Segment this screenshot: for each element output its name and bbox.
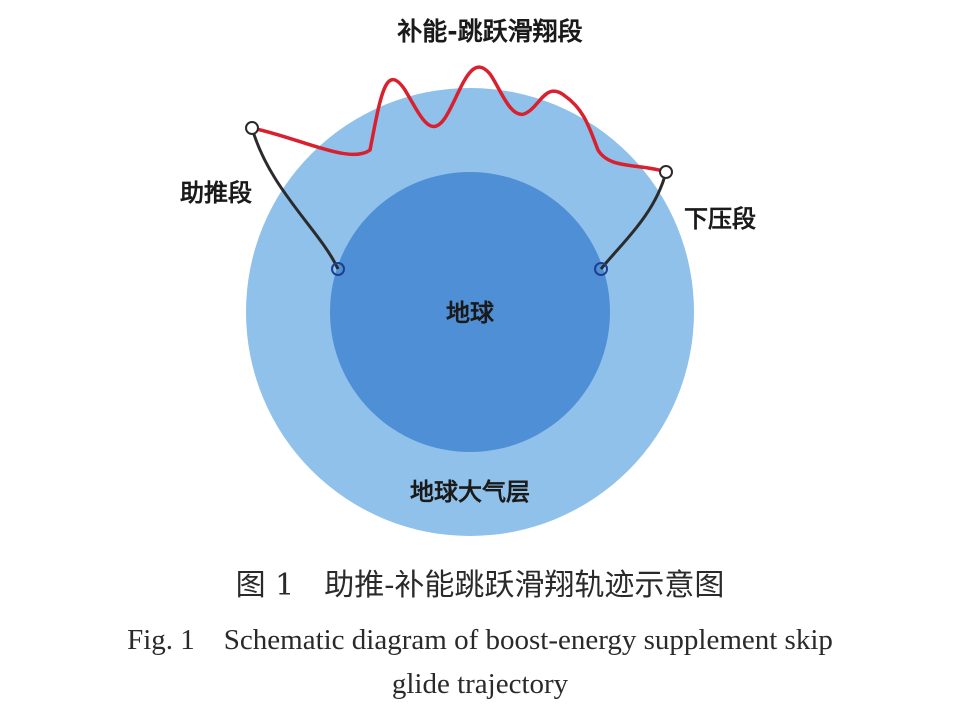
atmosphere-label: 地球大气层	[410, 478, 530, 506]
dive-phase-label: 下压段	[684, 205, 756, 233]
dive-start-marker	[659, 165, 673, 179]
skip-glide-trajectory	[251, 65, 667, 174]
figure-caption-english-line2: glide trajectory	[391, 668, 569, 700]
skip-glide-label: 补能-跳跃滑翔段	[397, 17, 582, 46]
boost-apex-marker	[245, 121, 259, 135]
dive-trajectory	[599, 171, 668, 270]
earth-circle	[330, 172, 610, 452]
target-point-marker	[594, 262, 608, 276]
boost-phase-label: 助推段	[180, 179, 252, 207]
figure-caption-english-line1: Fig. 1 Schematic diagram of boost-energy…	[127, 624, 833, 656]
trajectory-diagram: 补能-跳跃滑翔段 助推段 下压段 地球 地球大气层	[180, 17, 756, 536]
earth-label: 地球	[446, 299, 495, 327]
boost-trajectory	[250, 127, 340, 270]
figure-caption-chinese: 图 1 助推-补能跳跃滑翔轨迹示意图	[235, 568, 725, 603]
launch-point-marker	[331, 262, 345, 276]
